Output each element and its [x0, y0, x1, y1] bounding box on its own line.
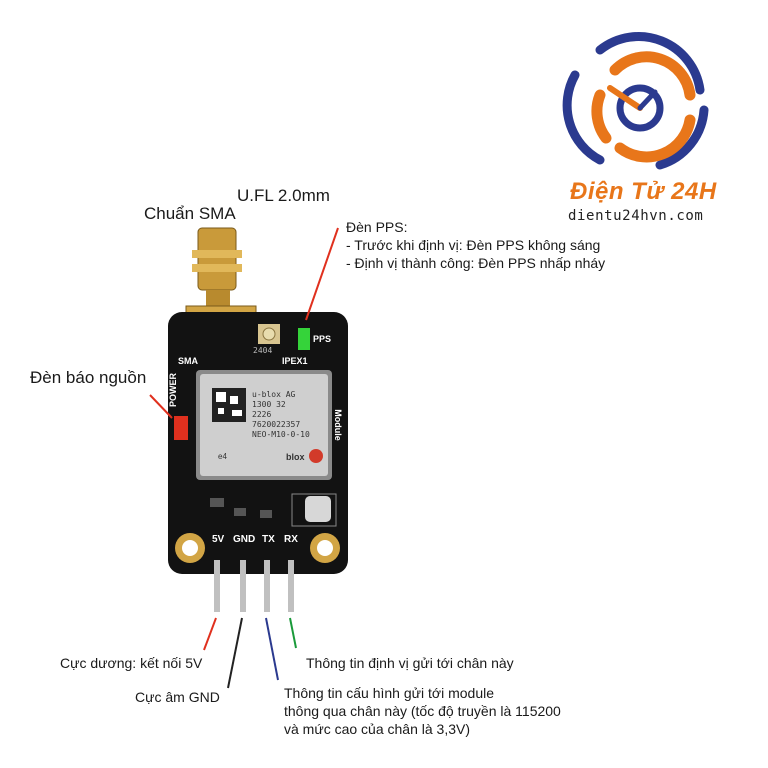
ipex-code: 2404 [253, 346, 273, 355]
brand-name: Điện Tử 24H [570, 178, 717, 205]
callout-pps-title: Đèn PPS: [346, 219, 408, 235]
callout-pin-gnd: Cực âm GND [135, 689, 220, 705]
brand-url: dientu24hvn.com [568, 208, 704, 224]
callout-pin-tx-line1: Thông tin cấu hình gửi tới module [284, 685, 495, 701]
silk-ipex: IPEX1 [282, 356, 308, 366]
silk-pin-rx: RX [284, 534, 298, 545]
chip-text: u-blox AG 1300 32 2226 7620022357 NEO-M1… [252, 390, 310, 440]
callout-pin-rx: Thông tin định vị gửi tới chân này [306, 655, 514, 671]
callout-pps-line1: - Trước khi định vị: Đèn PPS không sáng [346, 237, 601, 253]
neo-m10-module [196, 370, 332, 480]
chip-line3: 2226 [252, 410, 272, 419]
chip-line5: NEO-M10-0-10 [252, 430, 310, 439]
callout-pin-tx-line2: thông qua chân này (tốc độ truyền là 115… [284, 703, 561, 719]
chip-mark: e4 [218, 452, 227, 461]
silk-power: POWER [168, 372, 179, 408]
silk-pin-tx: TX [262, 534, 275, 545]
rx-callout-line [289, 617, 297, 649]
callout-power-led: Đèn báo nguồn [30, 368, 147, 387]
callout-pps-line2: - Định vị thành công: Đèn PPS nhấp nháy [346, 255, 606, 271]
silk-pin-gnd: GND [233, 534, 256, 545]
gnd-callout-line [227, 617, 243, 689]
silk-module: Module [332, 409, 343, 441]
chip-line4: 7620022357 [252, 420, 301, 429]
5v-callout-line [203, 617, 217, 651]
brand-logo-icon [562, 32, 709, 170]
chip-line1: u-blox AG [252, 390, 296, 399]
sma-connector [185, 227, 257, 323]
silk-pin-5v: 5V [212, 534, 225, 545]
tx-callout-line [265, 617, 279, 681]
silk-pps: PPS [313, 334, 332, 344]
chip-line2: 1300 32 [252, 400, 286, 409]
callout-ufl: U.FL 2.0mm [237, 186, 330, 205]
header-pins [214, 560, 294, 612]
callout-sma: Chuẩn SMA [144, 204, 236, 223]
callout-pin-5v: Cực dương: kết nối 5V [60, 655, 203, 671]
callout-pin-tx-line3: và mức cao của chân là 3,3V) [284, 721, 471, 737]
pps-callout-line [305, 227, 339, 321]
silk-sma: SMA [178, 356, 198, 366]
power-callout-line [149, 394, 173, 419]
chip-logo: blox [286, 452, 305, 462]
